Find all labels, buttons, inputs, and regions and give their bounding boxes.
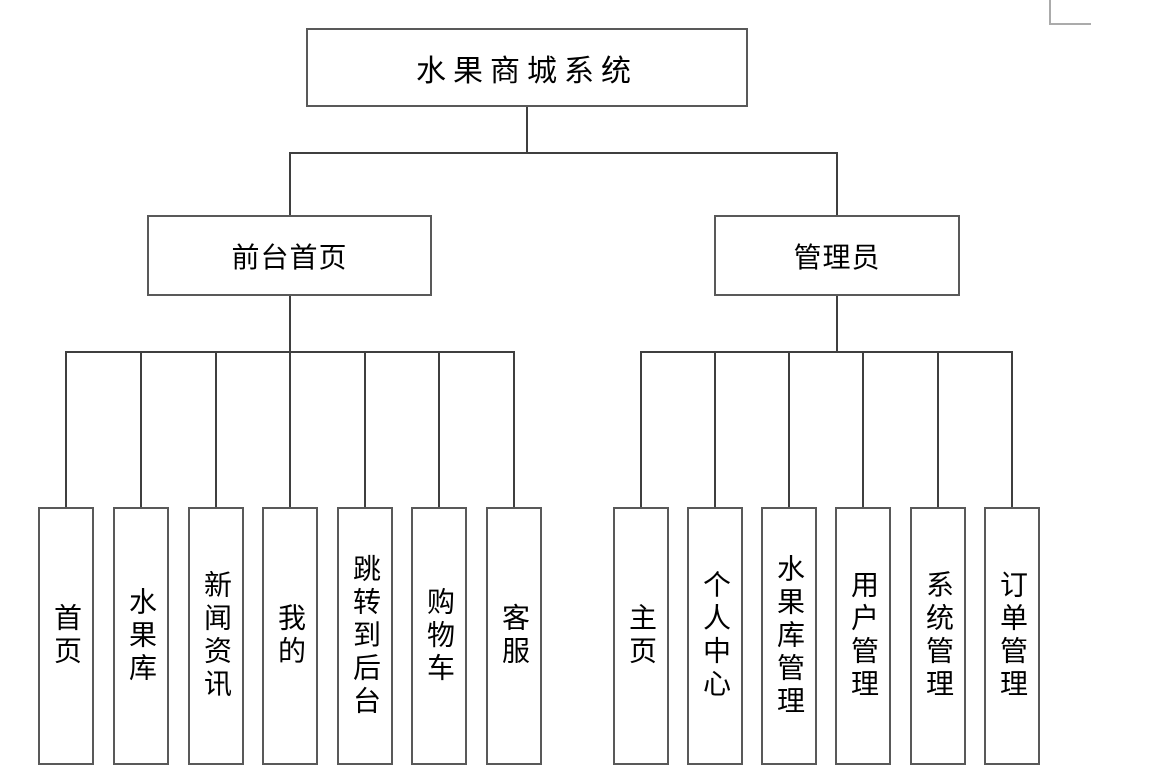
leaf-node-label: 系统管理 bbox=[923, 570, 954, 702]
connector-line bbox=[641, 351, 1012, 353]
connector-line bbox=[289, 351, 291, 507]
connector-line bbox=[788, 351, 790, 507]
connector-line bbox=[513, 351, 515, 507]
connector-line bbox=[862, 351, 864, 507]
connector-line bbox=[836, 152, 838, 216]
leaf-node-label: 我的 bbox=[275, 603, 306, 669]
connector-line bbox=[289, 296, 291, 352]
leaf-node-mine: 我的 bbox=[262, 507, 318, 765]
connector-line bbox=[140, 351, 142, 507]
root-node-fruit-mall-system: 水果商城系统 bbox=[306, 28, 748, 107]
leaf-node-user-management: 用户管理 bbox=[835, 507, 891, 765]
leaf-node-customer-service: 客服 bbox=[486, 507, 542, 765]
leaf-node-personal-center: 个人中心 bbox=[687, 507, 743, 765]
root-node-label: 水果商城系统 bbox=[416, 54, 638, 88]
connector-line bbox=[364, 351, 366, 507]
connector-line bbox=[937, 351, 939, 507]
connector-line bbox=[836, 296, 838, 352]
leaf-node-order-management: 订单管理 bbox=[984, 507, 1040, 765]
leaf-node-label: 订单管理 bbox=[997, 570, 1028, 702]
branch-node-frontend-home: 前台首页 bbox=[147, 215, 432, 296]
connector-line bbox=[1011, 351, 1013, 507]
leaf-node-system-management: 系统管理 bbox=[910, 507, 966, 765]
connector-line bbox=[714, 351, 716, 507]
leaf-node-label: 购物车 bbox=[424, 586, 455, 686]
connector-line bbox=[215, 351, 217, 507]
connector-line bbox=[526, 107, 528, 153]
branch-node-admin: 管理员 bbox=[714, 215, 960, 296]
leaf-node-jump-to-backend: 跳转到后台 bbox=[337, 507, 393, 765]
branch-node-label: 前台首页 bbox=[231, 241, 348, 273]
window-corner-artifact bbox=[1049, 0, 1091, 25]
leaf-node-shopping-cart: 购物车 bbox=[411, 507, 467, 765]
leaf-node-fruit-store: 水果库 bbox=[113, 507, 169, 765]
leaf-node-label: 客服 bbox=[499, 603, 530, 669]
leaf-node-fruit-store-management: 水果库管理 bbox=[761, 507, 817, 765]
leaf-node-label: 用户管理 bbox=[848, 570, 879, 702]
leaf-node-label: 首页 bbox=[51, 603, 82, 669]
connector-line bbox=[65, 351, 67, 507]
leaf-node-home: 首页 bbox=[38, 507, 94, 765]
leaf-node-label: 水果库 bbox=[126, 586, 157, 686]
leaf-node-label: 水果库管理 bbox=[774, 553, 805, 719]
leaf-node-label: 个人中心 bbox=[700, 570, 731, 702]
connector-line bbox=[290, 152, 837, 154]
leaf-node-label: 新闻资讯 bbox=[201, 570, 232, 702]
leaf-node-main-page: 主页 bbox=[613, 507, 669, 765]
connector-line bbox=[289, 152, 291, 216]
leaf-node-label: 主页 bbox=[626, 603, 657, 669]
leaf-node-news: 新闻资讯 bbox=[188, 507, 244, 765]
connector-line bbox=[438, 351, 440, 507]
branch-node-label: 管理员 bbox=[793, 241, 881, 273]
leaf-node-label: 跳转到后台 bbox=[350, 553, 381, 719]
connector-line bbox=[640, 351, 642, 507]
